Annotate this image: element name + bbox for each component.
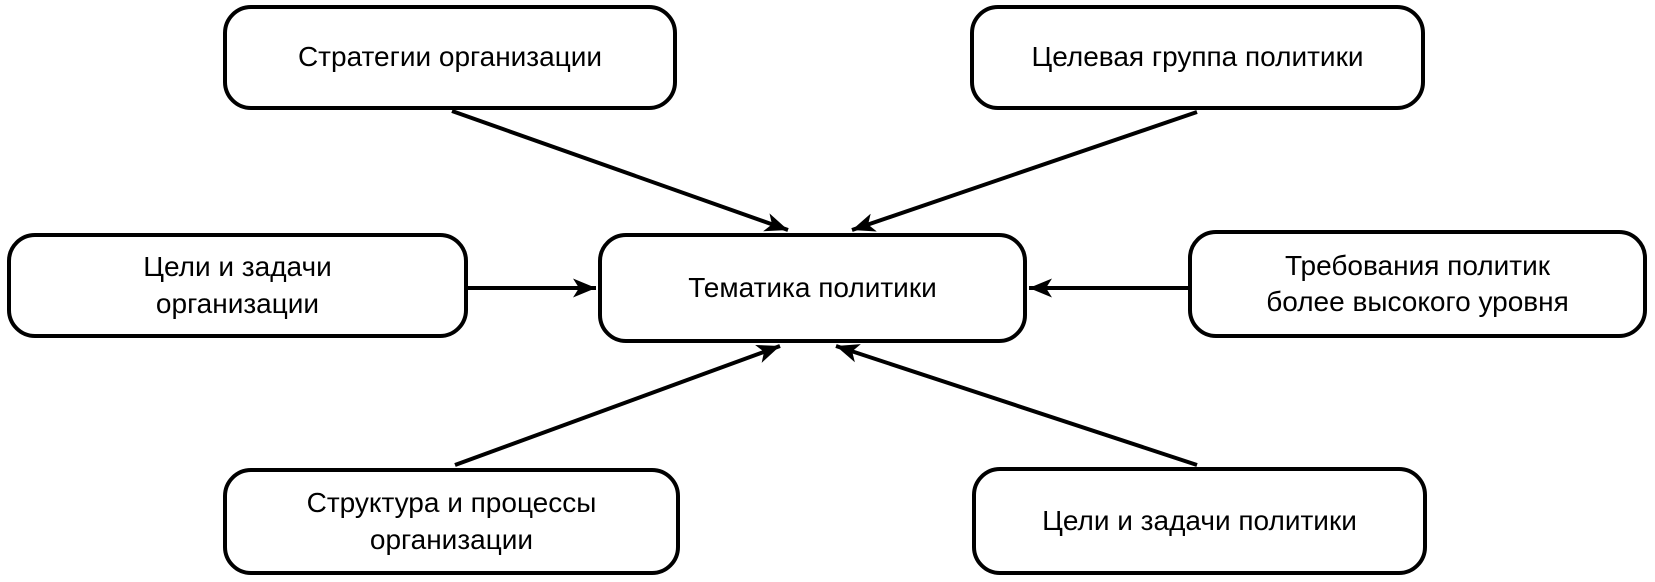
node-policy-topic: Тематика политики [598,233,1027,343]
arrow-policy-goals-to-policy-topic [835,344,1198,467]
node-organization-goals-label: Цели и задачи организации [143,251,332,319]
node-policy-target-group-label: Целевая группа политики [1031,41,1364,73]
arrow-policy-target-group-to-policy-topic [851,110,1198,232]
node-organization-strategies-label: Стратегии организации [297,41,603,73]
node-policy-goals: Цели и задачи политики [972,467,1427,575]
node-higher-level-policy-requirements: Требования политик более высокого уровня [1188,230,1647,338]
node-policy-topic-label: Тематика политики [688,271,937,303]
arrow-organization-strategies-to-policy-topic [451,109,789,232]
node-policy-target-group: Целевая группа политики [970,5,1425,110]
node-organization-structure-processes: Структура и процессы организации [223,468,680,575]
node-organization-structure-processes-label: Структура и процессы организации [306,487,597,555]
arrow-organization-structure-processes-to-policy-topic [454,344,781,467]
node-higher-level-policy-requirements-label: Требования политик более высокого уровня [1266,249,1569,317]
node-organization-goals: Цели и задачи организации [7,233,468,338]
node-organization-strategies: Стратегии организации [223,5,677,110]
node-policy-goals-label: Цели и задачи политики [1042,504,1357,536]
